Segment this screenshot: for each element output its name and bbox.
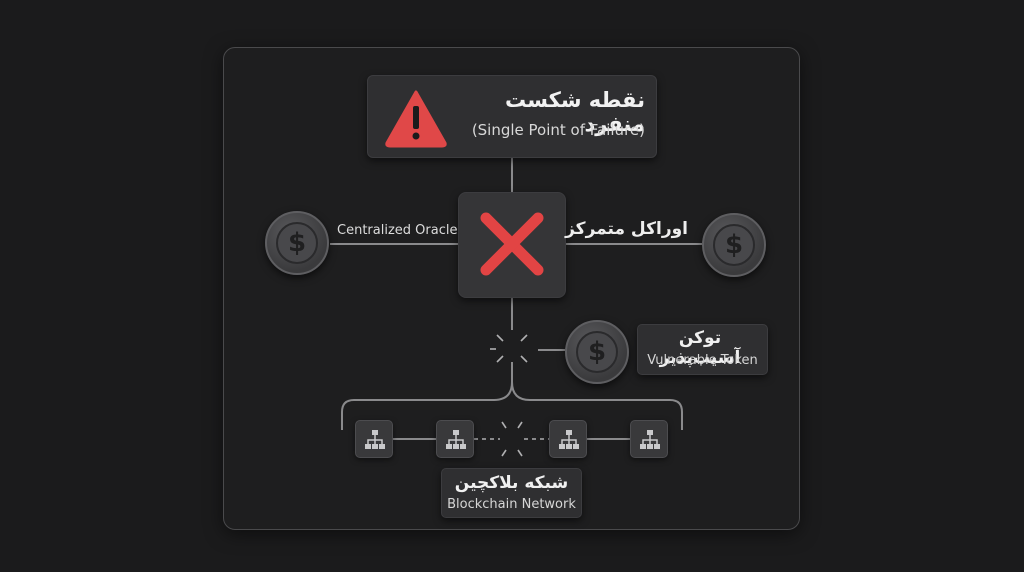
title-english: (Single Point of Failure) (471, 121, 645, 139)
oracle-label-persian: اوراکل متمرکز (565, 219, 688, 239)
blockchain-network-box (441, 468, 582, 518)
break-mark-bottom (501, 421, 523, 457)
break-mark-top (490, 334, 528, 363)
vulnerable-token-box (637, 324, 768, 375)
title-persian: نقطه شکست منفرد (505, 88, 645, 136)
vulnerable-token-label-english: Vulnerable Token (647, 353, 758, 368)
warning-triangle-icon (385, 90, 447, 148)
network-hierarchy-icon (549, 420, 587, 458)
vulnerable-token-label-persian: توکن آسیب‌پذیر (659, 328, 741, 368)
dollar-coin-icon: $ (565, 320, 629, 384)
dollar-coin-icon: $ (702, 213, 766, 277)
red-x-icon (480, 212, 544, 276)
oracle-label-english: Centralized Oracle (337, 223, 458, 238)
blockchain-network-label-persian: شبکه بلاکچین (454, 473, 569, 493)
network-hierarchy-icon (630, 420, 668, 458)
network-hierarchy-icon (355, 420, 393, 458)
centralized-oracle-node (458, 192, 566, 298)
blockchain-network-label-english: Blockchain Network (447, 497, 576, 512)
dollar-coin-icon: $ (265, 211, 329, 275)
network-hierarchy-icon (436, 420, 474, 458)
